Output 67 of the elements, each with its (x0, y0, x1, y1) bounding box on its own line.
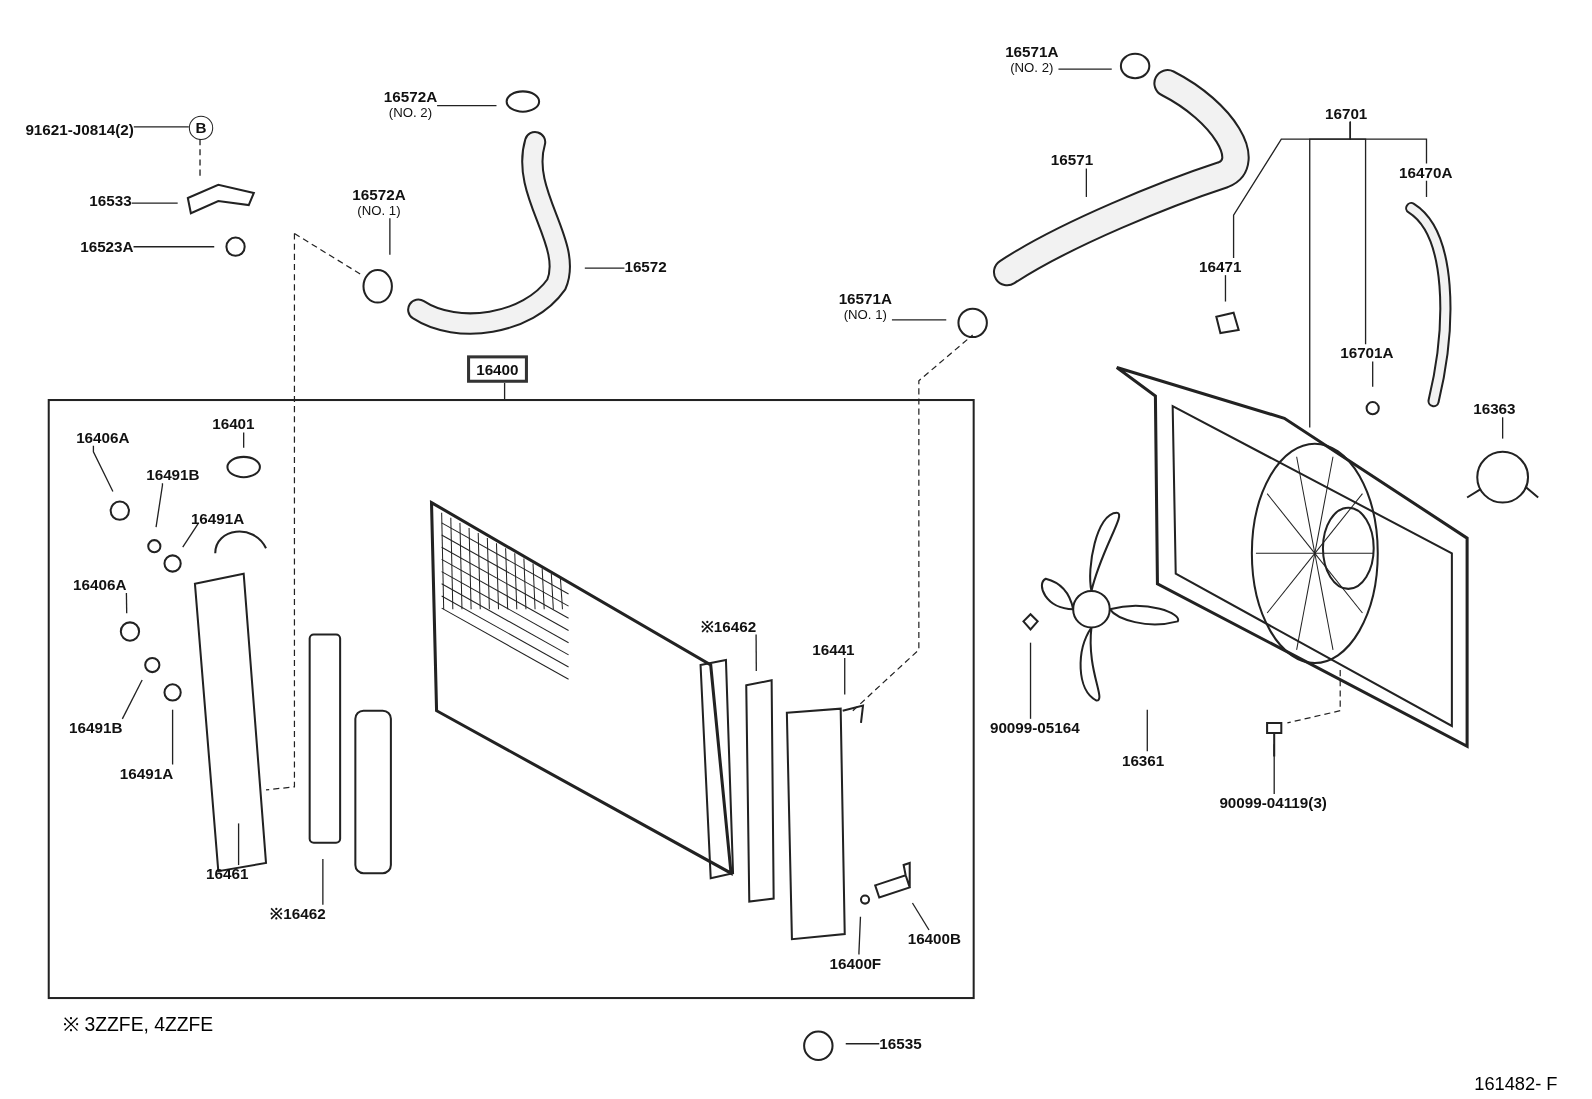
leader-line (1372, 360, 1374, 388)
part-number: 16572A (NO. 2) (383, 87, 438, 120)
part-number: 16491A (190, 509, 245, 527)
part-number: 16441 (812, 640, 855, 658)
part-number: 16571A (NO. 2) (1005, 42, 1059, 76)
part-number: ※16462 (700, 617, 757, 635)
part-number: 16400B (907, 930, 962, 948)
leader-line (132, 246, 215, 248)
part-number: 16471 (1199, 257, 1242, 276)
part-number: ※16462 (270, 904, 326, 922)
leader-line (125, 592, 128, 614)
leader-line (121, 679, 143, 720)
leader-line (1502, 416, 1504, 440)
leader-line (182, 523, 199, 548)
parts-group-frame (47, 399, 975, 1000)
leader-line (844, 657, 846, 696)
part-number: 16361 (1121, 751, 1165, 769)
leader-line (322, 858, 324, 906)
part-number: 90099-04119(3) (1219, 793, 1327, 812)
leader-line (243, 431, 245, 449)
leader-line (858, 916, 862, 956)
part-number: 16571A (NO. 1) (838, 289, 892, 322)
part-number: 16400F (829, 954, 882, 972)
part-number: 16535 (879, 1034, 922, 1052)
leader-line (1029, 642, 1032, 720)
leader-line (92, 445, 114, 493)
leader-line (1273, 743, 1275, 795)
leader-line (1146, 709, 1148, 752)
leader-line (891, 319, 947, 321)
leader-line (237, 822, 240, 866)
part-number: 16401 (212, 415, 255, 433)
assembly-number: 16400 (467, 355, 528, 383)
leader-line (199, 138, 201, 178)
part-number: 16461 (206, 865, 249, 883)
part-number: 16470A (1399, 163, 1453, 181)
diagram-number: 161482- F (1474, 1074, 1558, 1096)
part-number: 16533 (89, 191, 132, 210)
leader-line (1224, 274, 1227, 303)
part-number: 16406A (76, 428, 130, 446)
part-number: 16571 (1050, 151, 1094, 169)
part-number: 91621-J0814(2) (25, 120, 134, 139)
part-number: 16406A (73, 575, 127, 593)
leader-line (389, 217, 391, 256)
part-number: 16701 (1324, 104, 1368, 122)
leader-line (155, 482, 164, 528)
part-number: 90099-05164 (989, 718, 1080, 737)
part-number: 16572 (624, 257, 667, 276)
leader-line (1085, 167, 1088, 198)
part-number: 16491B (69, 718, 123, 737)
leader-line (133, 126, 190, 128)
leader-line (584, 267, 626, 269)
footnote: ※ 3ZZFE, 4ZZFE (62, 1012, 214, 1037)
part-number: 16523A (80, 237, 134, 255)
leader-line (911, 902, 930, 931)
part-number: 16491A (119, 764, 174, 782)
part-number: 16701A (1340, 344, 1394, 362)
leader-line (171, 709, 174, 766)
part-number: 16572A (NO. 1) (352, 185, 406, 219)
leader-line (755, 633, 757, 672)
leader-line (436, 104, 498, 107)
leader-line (1057, 68, 1113, 70)
leader-line (131, 202, 179, 204)
leader-line (1425, 180, 1428, 198)
leader-line (1349, 121, 1428, 165)
leader-line (845, 1043, 880, 1045)
part-number: 16491B (146, 466, 200, 484)
part-number: 16363 (1473, 400, 1516, 418)
